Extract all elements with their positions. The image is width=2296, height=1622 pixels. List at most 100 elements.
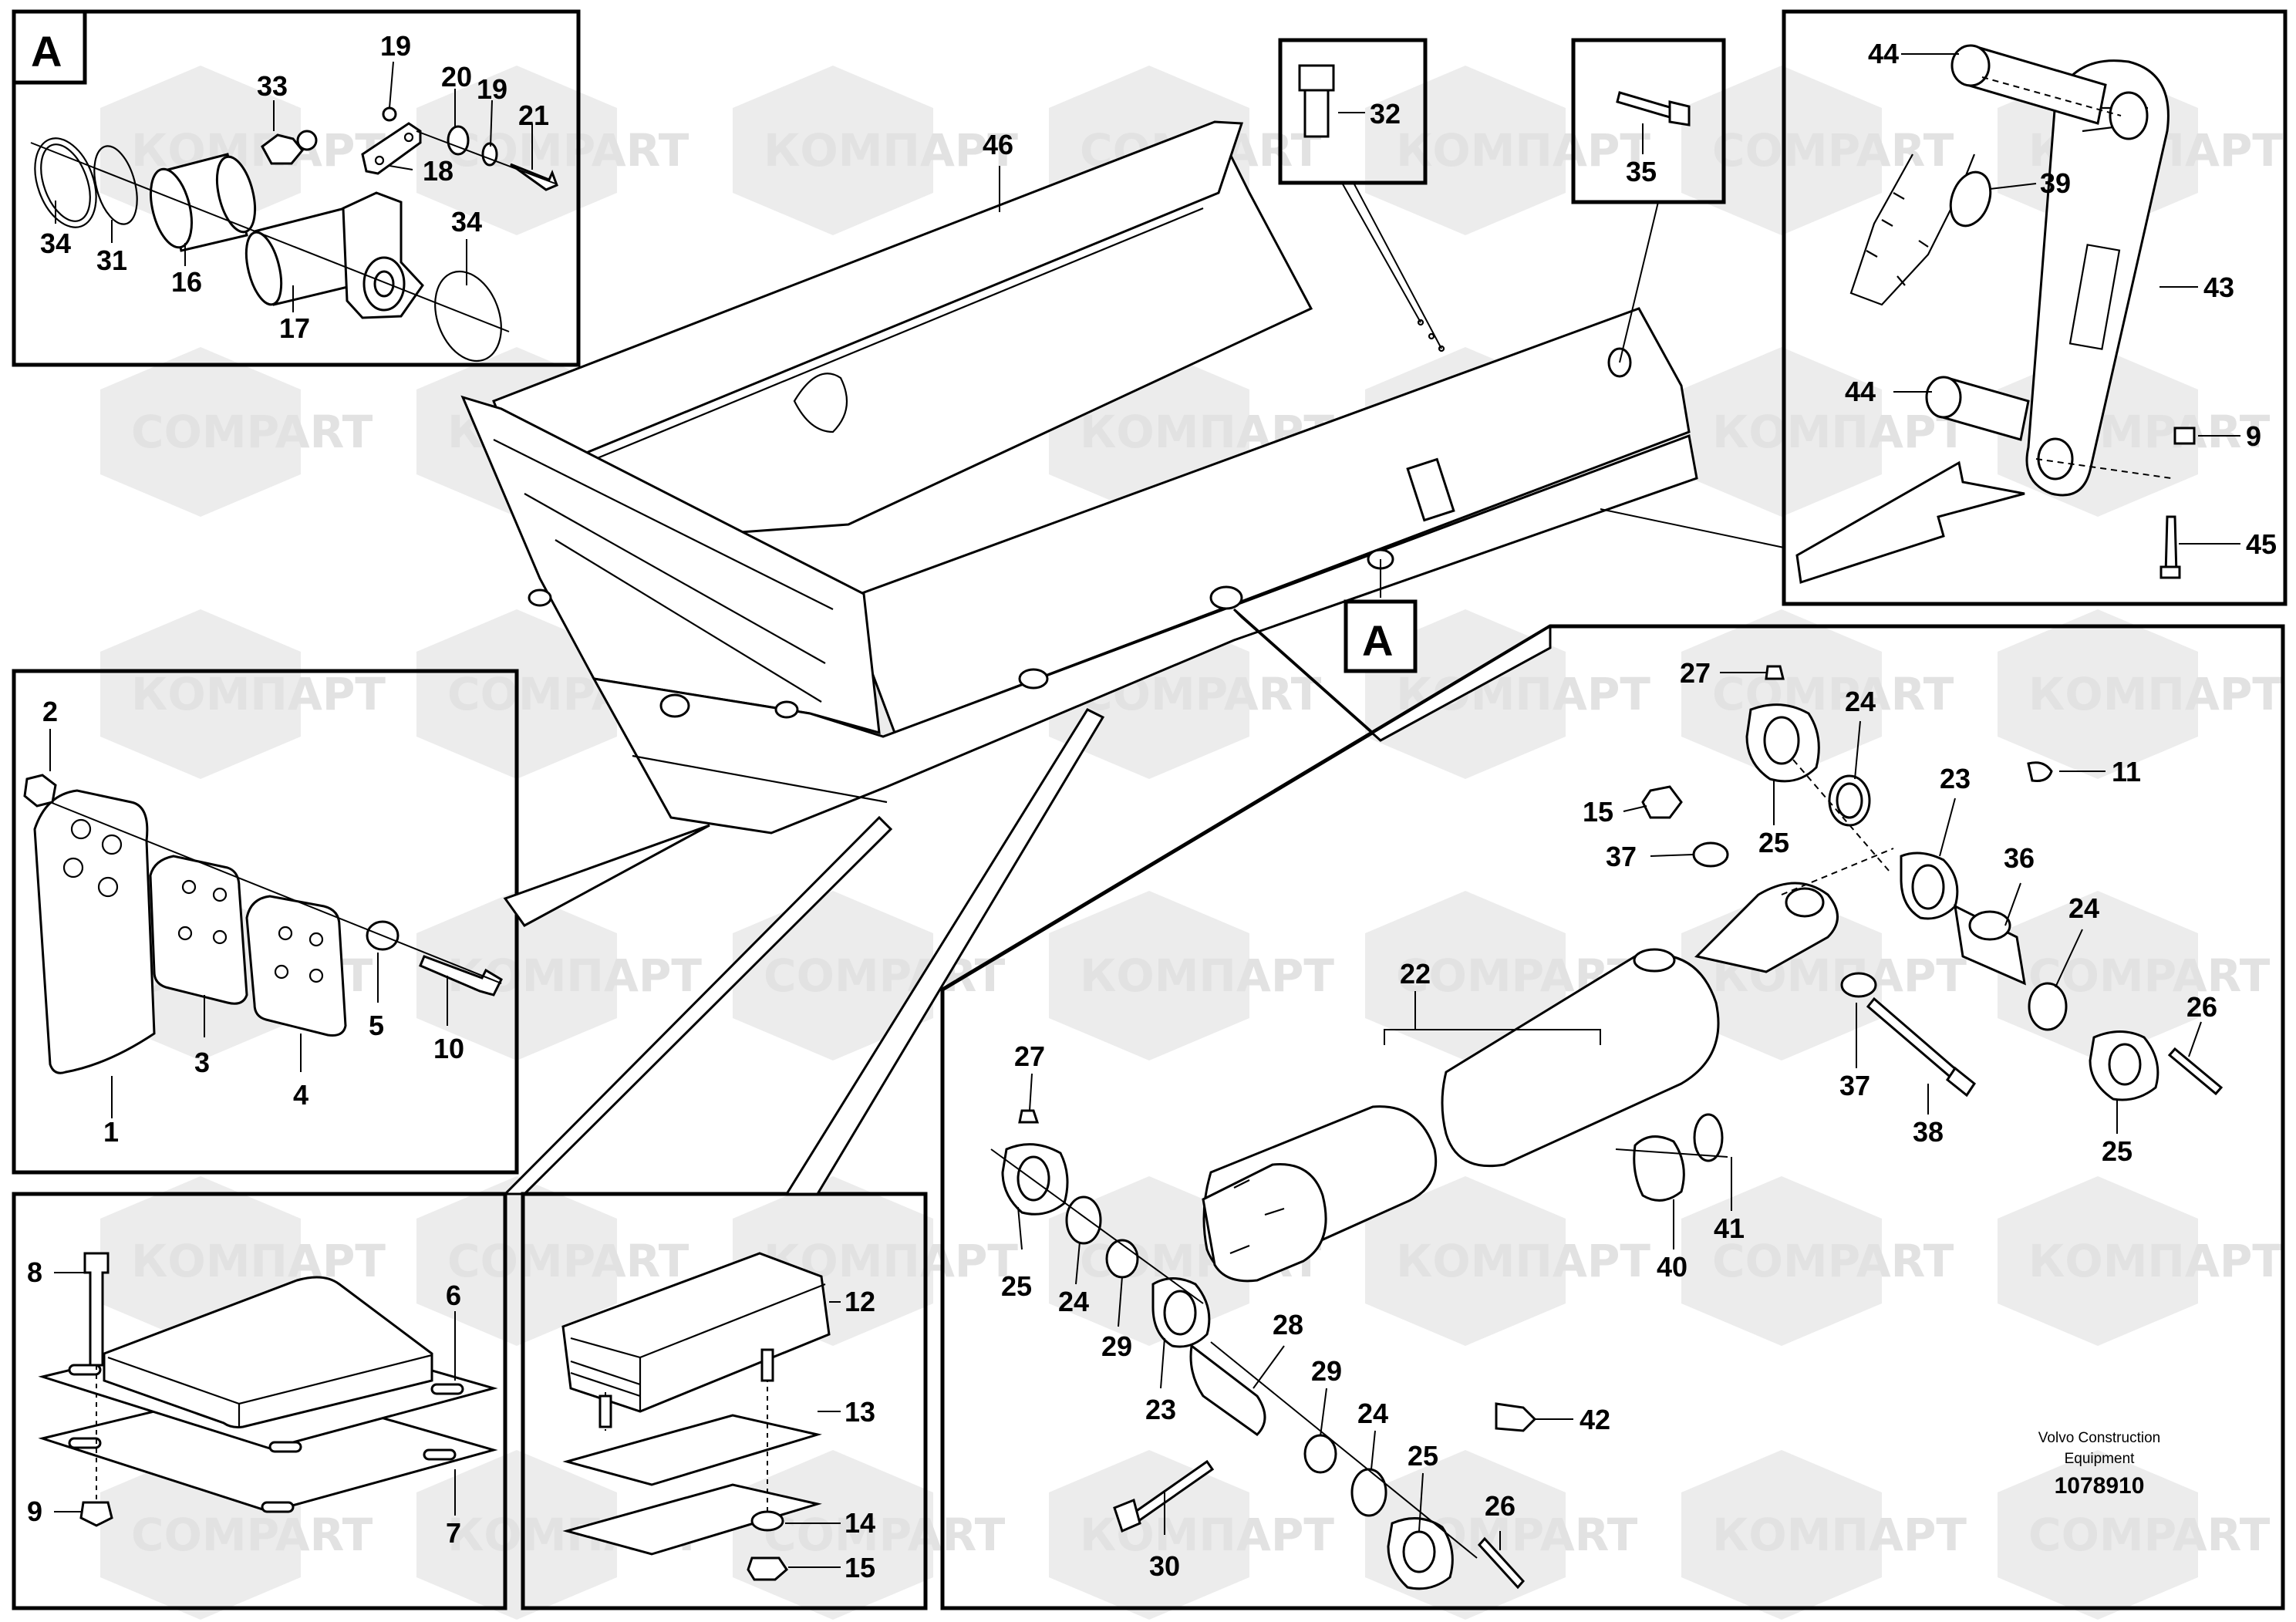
pad-label-5: 5 xyxy=(369,1010,384,1041)
watermark-hexagon xyxy=(733,66,933,235)
inset-a-label-33: 33 xyxy=(257,70,288,102)
watermark-text: КОМПАРТ xyxy=(1396,1235,1650,1287)
link-label-44a: 44 xyxy=(1868,38,1899,69)
screw-26b xyxy=(1477,1536,1526,1590)
watermark-text: COMPART xyxy=(2028,1509,2271,1561)
pin-28 xyxy=(1189,1344,1266,1436)
cyl-label-27b: 27 xyxy=(1014,1040,1045,1072)
seal-24c xyxy=(1065,1195,1102,1245)
watermark-text: КОМПАРТ xyxy=(2028,668,2283,720)
cyl-label-26b: 26 xyxy=(1485,1490,1515,1522)
cyl-label-41: 41 xyxy=(1714,1212,1745,1244)
inset-a-label-34b: 34 xyxy=(451,206,482,238)
body-underbody xyxy=(592,433,1698,835)
watermark-hexagon xyxy=(1681,609,1882,779)
credit-line2: Equipment xyxy=(2065,1451,2136,1467)
plate-label-8: 8 xyxy=(27,1256,42,1288)
detail-a-marker-box xyxy=(1344,599,1418,673)
grease-nipple-27a xyxy=(1765,665,1785,680)
inset-bolt-35: 35 xyxy=(1571,38,1726,204)
washer-19b xyxy=(481,142,498,167)
watermark-hexagon xyxy=(416,1176,617,1346)
inset-a-label-19b: 19 xyxy=(477,73,507,105)
watermark-hexagon xyxy=(733,1450,933,1620)
cyl-label-15: 15 xyxy=(1583,796,1613,828)
watermark-text: COMPART xyxy=(447,1235,689,1287)
bolt-32-head xyxy=(1298,64,1335,92)
block-label-14: 14 xyxy=(845,1507,875,1539)
link-label-9: 9 xyxy=(2246,420,2261,452)
watermark-hexagon xyxy=(1681,347,1882,517)
inset-wear-pad: 2 1 3 4 5 10 xyxy=(12,669,710,1175)
watermark-hexagon xyxy=(1365,66,1566,235)
dump-body: 46 A xyxy=(460,120,2025,835)
inset-hoist-cylinder: 27 24 11 15 25 23 37 36 24 22 26 37 38 2… xyxy=(940,608,2285,1610)
snap-ring-29b xyxy=(1303,1434,1337,1474)
watermark-text: КОМПАРТ xyxy=(1712,1509,1967,1561)
inset-a-label-17: 17 xyxy=(279,312,310,344)
cyl-label-22: 22 xyxy=(1400,958,1431,990)
inset-a-label-18: 18 xyxy=(423,155,453,187)
seal-24d xyxy=(1350,1468,1387,1517)
chain-ring xyxy=(1949,170,1992,228)
inset-plate: 8 6 9 7 xyxy=(12,815,893,1610)
inset-a-label-16: 16 xyxy=(171,266,202,298)
watermark-text: COMPART xyxy=(2028,949,2271,1002)
watermark-text: COMPART xyxy=(1712,1235,1954,1287)
rubber-pad xyxy=(103,1276,433,1428)
watermark-hexagon xyxy=(100,609,301,779)
spacer-20 xyxy=(447,125,470,156)
nut-15b xyxy=(1641,785,1683,819)
watermark-hexagon xyxy=(1681,1176,1882,1346)
nut-9 xyxy=(79,1501,113,1527)
watermark-text: КОМПАРТ xyxy=(2028,1235,2283,1287)
nut-2 xyxy=(23,774,57,808)
block-label-13: 13 xyxy=(845,1396,875,1428)
bolt-35 xyxy=(1616,91,1674,119)
bolt-8 xyxy=(83,1252,110,1367)
nut-15 xyxy=(747,1556,788,1581)
cyl-label-23b: 23 xyxy=(1145,1394,1176,1425)
cyl-label-36: 36 xyxy=(2004,842,2035,874)
watermark-hexagon xyxy=(1998,1450,2198,1620)
grease-nipple-27b xyxy=(1018,1109,1040,1124)
cyl-label-11: 11 xyxy=(2112,756,2141,787)
credit-line1: Volvo Construction xyxy=(2038,1430,2160,1446)
bolt-35-label: 35 xyxy=(1626,156,1657,187)
inset-a-label-21: 21 xyxy=(518,99,549,131)
inset-bolt-32: 32 xyxy=(1278,38,1428,185)
inset-a-label-20: 20 xyxy=(441,61,472,93)
inset-a-label-19a: 19 xyxy=(380,30,411,62)
inset-rubber-block: 12 13 14 15 xyxy=(521,708,1105,1610)
watermark-hexagon xyxy=(1049,1450,1249,1620)
bolt-38 xyxy=(1866,996,1961,1082)
pad-label-3: 3 xyxy=(194,1047,210,1078)
cyl-label-29a: 29 xyxy=(1101,1330,1132,1362)
link-label-43: 43 xyxy=(2203,271,2234,303)
watermark-text: КОМПАРТ xyxy=(131,1235,386,1287)
arrow-to-link-inset xyxy=(1795,460,2025,584)
cyl-label-25d: 25 xyxy=(1408,1440,1438,1472)
clamp-41 xyxy=(1693,1113,1724,1162)
seal-24b xyxy=(2028,982,2068,1031)
inset-detail-a: A xyxy=(12,9,581,367)
link-label-44b: 44 xyxy=(1845,376,1876,407)
pad-label-1: 1 xyxy=(103,1116,119,1148)
washer-37a xyxy=(1692,841,1729,868)
snap-ring-29a xyxy=(1105,1239,1139,1279)
inset-a-label-31: 31 xyxy=(96,244,127,276)
watermark-text: COMPART xyxy=(1712,124,1954,177)
shim-13a xyxy=(562,1414,822,1486)
watermark-hexagon xyxy=(1998,609,2198,779)
cyl-label-25b: 25 xyxy=(2102,1135,2132,1167)
watermark-text: КОМПАРТ xyxy=(131,668,386,720)
inset-a-label-34a: 34 xyxy=(40,228,71,259)
cyl-label-42: 42 xyxy=(1580,1404,1610,1435)
cyl-label-23a: 23 xyxy=(1940,763,1971,794)
watermark-text: КОМПАРТ xyxy=(1712,406,1967,458)
screw-26a xyxy=(2167,1047,2224,1096)
watermark-text: COMPART xyxy=(131,1509,373,1561)
plate-label-7: 7 xyxy=(446,1517,461,1549)
watermark-text: COMPART xyxy=(131,406,373,458)
grease-nipple-11 xyxy=(2027,761,2053,782)
